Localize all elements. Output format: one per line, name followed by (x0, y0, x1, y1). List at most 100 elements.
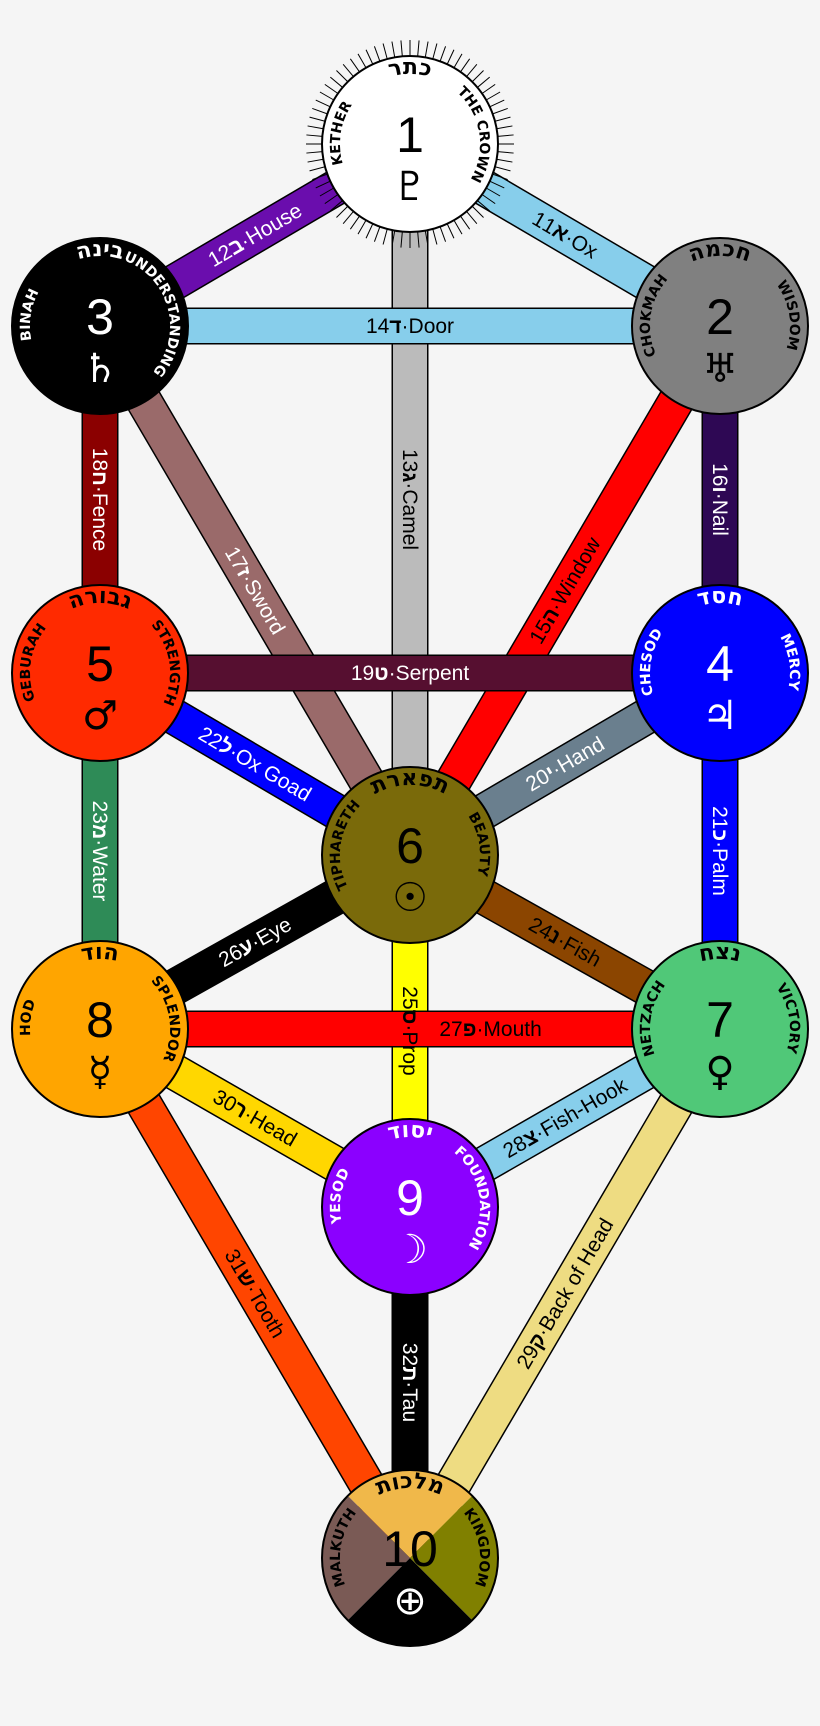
path-number: 27 (439, 1018, 462, 1041)
path-label-23: 23מ·Water (89, 801, 112, 902)
crown-ray (439, 226, 447, 242)
sephirah-circle (321, 1469, 499, 1647)
crown-ray (400, 231, 403, 248)
crown-ray (453, 219, 463, 235)
path-15 (394, 316, 736, 865)
crown-ray (315, 180, 331, 189)
sephirah-number: 7 (706, 992, 734, 1048)
sephirah-number: 10 (382, 1521, 438, 1577)
crown-ray (471, 70, 484, 83)
path-band (85, 317, 425, 864)
quarter-citrine (322, 1470, 498, 1558)
path-label-18: 18ח·Fence (89, 448, 112, 551)
sephirah-hebrew: בינה (74, 237, 127, 265)
path-hebrew-letter: כ (709, 829, 732, 841)
crown-ray (365, 49, 374, 65)
crown-ray (324, 83, 339, 94)
crown-ray (432, 228, 438, 245)
path-meaning: ·Mouth (476, 1018, 541, 1041)
path-meaning: ·Camel (399, 482, 422, 550)
path-17 (84, 316, 426, 865)
crown-ray (477, 200, 490, 212)
crown-ray (319, 187, 335, 197)
crown-ray (424, 41, 429, 58)
crown-ray (309, 116, 326, 122)
path-label-19: 19ט·Serpent (351, 662, 470, 685)
crown-ray (306, 151, 323, 154)
path-number: 19 (351, 662, 374, 685)
sephirah-circle (631, 584, 809, 762)
path-label-29: 29ק·Back of Head (512, 1214, 618, 1372)
sephirah-hebrew: כתר (386, 55, 434, 83)
planet-symbol-icon: ☿ (88, 1049, 113, 1095)
planet-symbol-icon: ☽ (392, 1227, 428, 1273)
path-number: 32 (399, 1343, 422, 1366)
crown-ray (446, 49, 455, 65)
planet-symbol-icon: ♇ (392, 164, 428, 210)
crown-ray (330, 76, 343, 88)
path-meaning: ·Door (402, 315, 455, 338)
crown-ray (424, 230, 429, 247)
path-label-14: 14ד·Door (366, 315, 454, 338)
sephirah-hebrew: נצח (697, 940, 743, 968)
crown-ray (330, 200, 343, 212)
path-band (395, 317, 735, 864)
crown-ray (489, 180, 505, 189)
sephirah-circle (11, 940, 189, 1118)
crown-ray (315, 99, 331, 108)
crown-ray (439, 46, 447, 62)
path-meaning: ·Prop (399, 1024, 422, 1075)
path-label-21: 21כ·Palm (709, 806, 732, 896)
quarter-russet (322, 1470, 410, 1646)
sephirah-circle (321, 55, 499, 233)
crown-ray (497, 134, 514, 137)
path-band (85, 1020, 425, 1567)
crown-ray (336, 205, 349, 218)
crown-ray (357, 219, 367, 235)
quarter-olive (410, 1470, 498, 1646)
crown-ray (417, 231, 420, 248)
sephirah-number: 6 (396, 818, 424, 874)
sephirah-number: 2 (706, 289, 734, 345)
path-number: 25 (399, 986, 422, 1009)
crown-ray (349, 58, 360, 73)
path-label-13: 13ג·Camel (399, 449, 422, 550)
path-meaning: ·Nail (709, 493, 732, 536)
planet-symbol-icon: ♀ (705, 1049, 734, 1095)
path-number: 21 (709, 806, 732, 829)
path-hebrew-letter: ג (399, 472, 422, 482)
sephirah-name: HOD (18, 997, 39, 1036)
path-number: 23 (89, 801, 112, 824)
crown-ray (492, 107, 508, 115)
sephirah-number: 3 (86, 289, 114, 345)
path-hebrew-letter: ד (389, 315, 401, 338)
path-number: 13 (399, 449, 422, 472)
sephirah-hebrew: חסד (695, 584, 745, 612)
path-hebrew-letter: ת (399, 1366, 422, 1381)
path-meaning: ·Serpent (389, 662, 470, 685)
crown-ray (496, 125, 513, 130)
path-label-27: 27פ·Mouth (439, 1018, 541, 1041)
crown-ray (466, 64, 478, 77)
crown-ray (489, 99, 505, 108)
sephirah-circle (321, 1118, 499, 1296)
crown-ray (400, 40, 403, 57)
malkuth-quarters (322, 1470, 498, 1646)
path-hebrew-letter: ט (374, 662, 388, 685)
path-31 (84, 1019, 426, 1568)
sephirah-number: 8 (86, 992, 114, 1048)
crown-ray (324, 194, 339, 205)
planet-symbol-icon: ⊕ (393, 1578, 427, 1624)
crown-ray (497, 151, 514, 154)
path-hebrew-letter: ח (89, 471, 112, 486)
path-meaning: ·Palm (709, 841, 732, 896)
sephirah-hebrew: הוד (79, 940, 120, 967)
sephirah-circle (11, 237, 189, 415)
